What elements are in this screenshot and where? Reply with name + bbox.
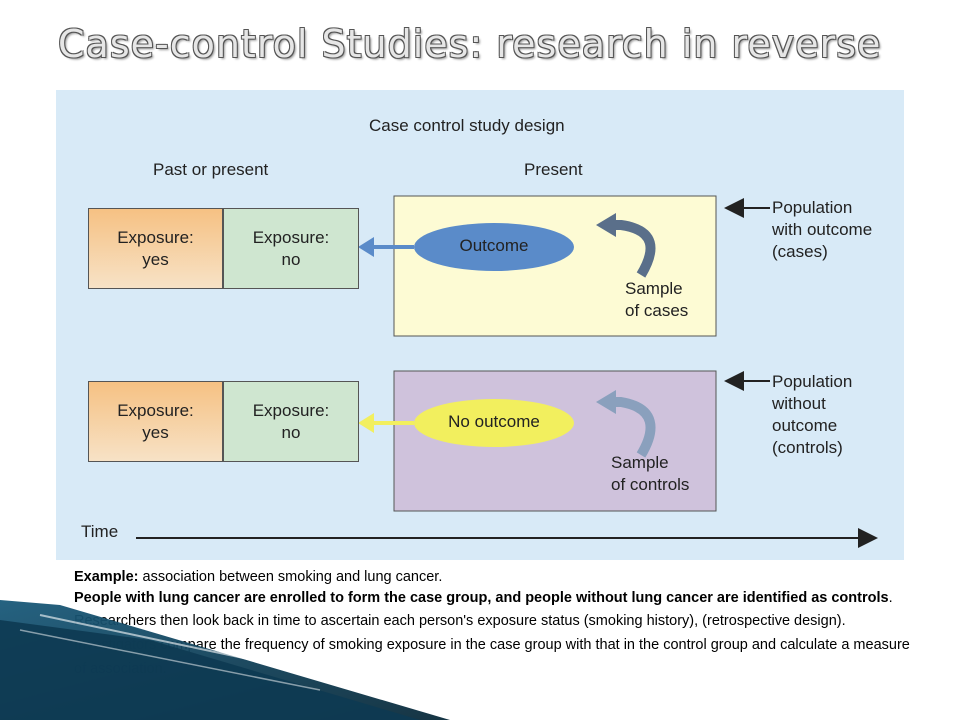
- example-caption: Example: association between smoking and…: [74, 567, 914, 681]
- time-label: Time: [81, 522, 119, 541]
- no-outcome-ellipse: [414, 399, 574, 447]
- cases-exposure-no-box: Exposure: no: [223, 208, 359, 289]
- diagram-heading: Case control study design: [369, 116, 565, 135]
- bold-sentence-text: People with lung cancer are enrolled to …: [74, 590, 889, 606]
- column-past-label: Past or present: [153, 160, 269, 179]
- controls-exposure-no-box: Exposure: no: [223, 381, 359, 462]
- cases-exposure-yes-box: Exposure: yes: [88, 208, 223, 289]
- bold-sentence-end: .: [888, 590, 893, 606]
- column-present-label: Present: [524, 160, 583, 179]
- population-controls-label: Population without outcome (controls): [772, 372, 853, 457]
- retrospective-text: Researchers then look back in time to as…: [74, 613, 910, 677]
- example-line: Example: association between smoking and…: [74, 567, 914, 588]
- population-cases-label: Population with outcome (cases): [772, 198, 873, 261]
- outcome-label: Outcome: [459, 236, 529, 255]
- slide-title: Case-control Studies: research in revers…: [58, 22, 882, 66]
- corner-decoration: [0, 600, 450, 720]
- sample-controls-curve: [611, 397, 656, 458]
- outcome-ellipse: [414, 223, 574, 271]
- example-label: Example:: [74, 569, 139, 585]
- diagram-graphics: [136, 195, 878, 548]
- sample-of-cases-label: Sample of cases: [625, 279, 689, 320]
- no-outcome-label: No outcome: [448, 412, 540, 431]
- controls-exposure-yes-box: Exposure: yes: [88, 381, 223, 462]
- sample-of-controls-label: Sample of controls: [611, 453, 690, 494]
- sample-cases-curve: [611, 220, 656, 278]
- case-control-diagram: Case control study design Past or presen…: [56, 90, 904, 560]
- example-text: association between smoking and lung can…: [138, 569, 443, 585]
- bold-sentence: People with lung cancer are enrolled to …: [74, 588, 914, 609]
